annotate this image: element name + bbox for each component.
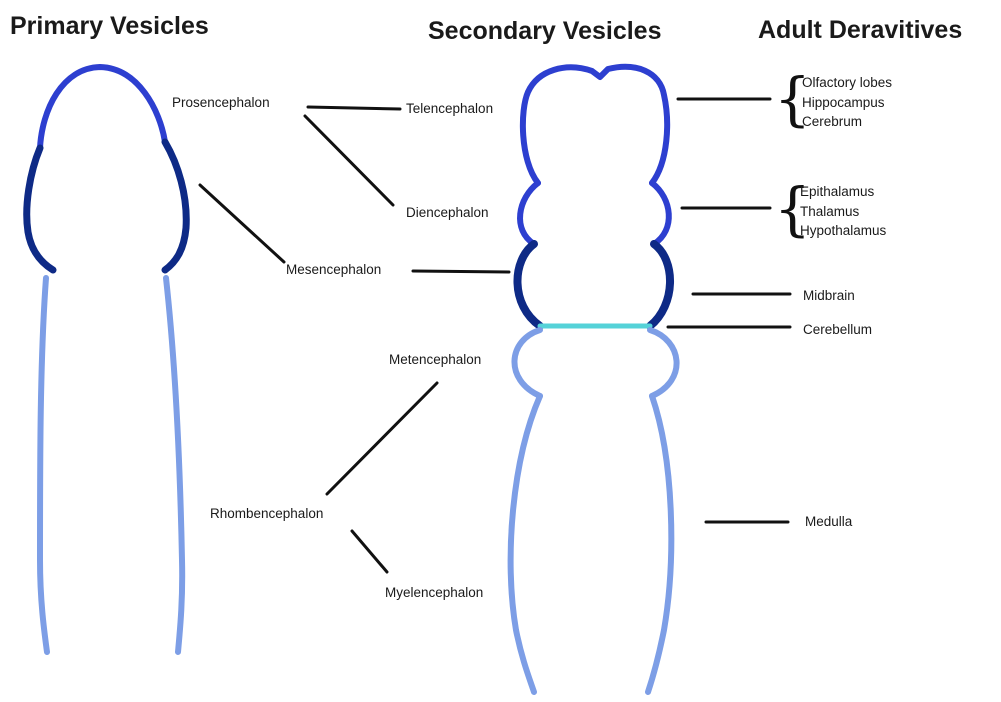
metencephalon-outline-left (514, 330, 540, 396)
myelencephalon-outline-right (648, 396, 671, 692)
metencephalon-outline-right (650, 330, 677, 396)
primary-mesencephalon-outline-right (165, 142, 186, 270)
connector-rhombencephalon-metencephalon (327, 383, 437, 494)
primary-prosencephalon-outline (40, 67, 165, 148)
myelencephalon-outline-left (511, 396, 540, 692)
label-olfactory-lobes: Olfactory lobes (802, 73, 892, 93)
connector-rhombencephalon-myelencephalon (352, 531, 387, 572)
label-cerebrum: Cerebrum (802, 112, 892, 132)
connector-primary-mesencephalon (200, 185, 284, 262)
label-cerebellum: Cerebellum (803, 322, 872, 338)
label-hypothalamus: Hypothalamus (800, 221, 886, 241)
primary-rhombencephalon-outline-left (40, 278, 47, 652)
primary-rhombencephalon-outline-right (166, 278, 182, 652)
label-hippocampus: Hippocampus (802, 93, 892, 113)
label-epithalamus: Epithalamus (800, 182, 886, 202)
label-thalamus: Thalamus (800, 202, 886, 222)
label-medulla: Medulla (805, 514, 852, 530)
label-metencephalon: Metencephalon (389, 352, 481, 368)
label-mesencephalon: Mesencephalon (286, 262, 381, 278)
primary-mesencephalon-outline-left (27, 148, 53, 270)
connector-prosencephalon-diencephalon (305, 116, 393, 205)
label-diencephalon: Diencephalon (406, 205, 489, 221)
label-rhombencephalon: Rhombencephalon (210, 506, 323, 522)
connector-mesencephalon-secondary (413, 271, 509, 272)
adult-telencephalon-group: Olfactory lobes Hippocampus Cerebrum (802, 73, 892, 132)
mesencephalon-outline-right (650, 244, 670, 326)
diencephalon-outline-right (652, 183, 669, 244)
label-myelencephalon: Myelencephalon (385, 585, 483, 601)
adult-diencephalon-group: Epithalamus Thalamus Hypothalamus (800, 182, 886, 241)
label-telencephalon: Telencephalon (406, 101, 493, 117)
label-prosencephalon: Prosencephalon (172, 95, 270, 111)
label-midbrain: Midbrain (803, 288, 855, 304)
telencephalon-outline (523, 67, 667, 183)
mesencephalon-outline-left (517, 244, 540, 326)
diencephalon-outline-left (520, 183, 538, 244)
connector-prosencephalon-telencephalon (308, 107, 400, 109)
